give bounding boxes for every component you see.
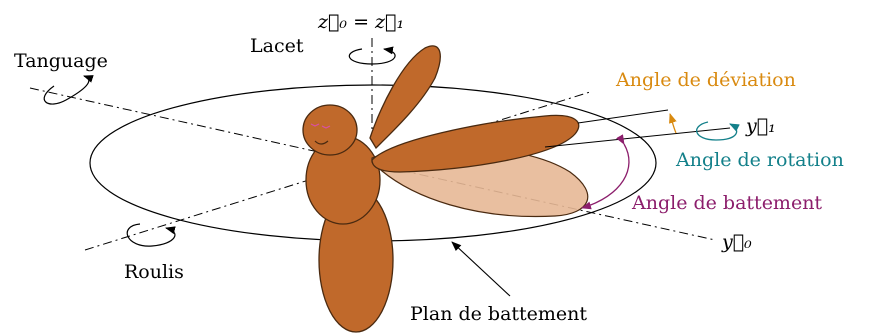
stroke-plane-leader <box>451 241 511 297</box>
insect-wing-far <box>369 45 441 150</box>
flapping-angle-arrow <box>581 134 630 210</box>
insect-eye-left <box>310 123 320 127</box>
flapping-angle-label: Angle de battement <box>631 192 822 214</box>
deviation-angle-arrow <box>669 113 677 134</box>
insect-eye-right <box>321 125 331 129</box>
insect-mouth <box>314 140 329 145</box>
roll-axis <box>84 91 591 251</box>
z-axis-label: z⃗₀ = z⃗₁ <box>317 11 404 33</box>
pitch-label: Tanguage <box>14 50 108 72</box>
wing-direction-line <box>577 109 669 124</box>
y0-axis-label: y⃗₀ <box>721 231 752 253</box>
yaw-rotation-arrow <box>348 46 396 65</box>
insect-wing-near <box>371 114 580 173</box>
rotation-angle-label: Angle de rotation <box>675 149 844 171</box>
pitch-rotation-arrow <box>43 75 94 105</box>
yaw-label: Lacet <box>250 35 304 57</box>
roll-rotation-arrow <box>126 223 176 247</box>
stroke-plane-label: Plan de battement <box>410 303 587 325</box>
rotation-angle-arrow <box>696 121 740 141</box>
insect-head <box>302 104 358 156</box>
deviation-angle-label: Angle de déviation <box>615 69 796 91</box>
y1-axis-label: y⃗₁ <box>745 115 776 137</box>
roll-label: Roulis <box>124 261 184 283</box>
y1-axis-line <box>544 127 731 148</box>
